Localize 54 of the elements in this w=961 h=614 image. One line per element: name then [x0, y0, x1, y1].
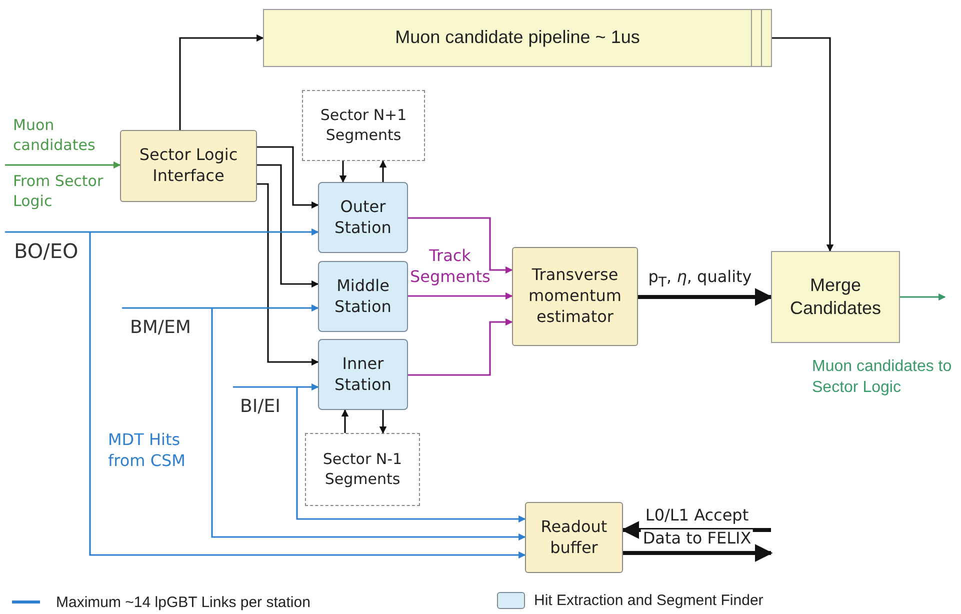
- dashed-box: [305, 433, 420, 506]
- arrow: [339, 161, 347, 183]
- legend-label: Hit Extraction and Segment Finder: [534, 592, 764, 609]
- arrow: [233, 383, 319, 391]
- node-label: Middle Station: [334, 276, 392, 318]
- arrow: [179, 34, 264, 130]
- arrow: [257, 146, 319, 209]
- arrow: [5, 161, 121, 169]
- note: MDT Hits from CSM: [108, 430, 186, 472]
- arrow: [296, 387, 526, 523]
- arrow: [257, 164, 319, 288]
- arrow: [257, 183, 319, 366]
- edge-label: Data to FELIX: [640, 529, 754, 547]
- station-box: [318, 261, 408, 332]
- input-label: From Sector Logic: [13, 172, 104, 211]
- node-label: Sector N+1 Segments: [319, 106, 408, 145]
- arrow: [122, 304, 319, 312]
- station-box: [318, 182, 408, 253]
- arrow: [89, 232, 526, 559]
- signal-label: BO/EO: [14, 238, 78, 264]
- pipeline-box: [263, 9, 772, 67]
- process-box: [771, 251, 900, 343]
- node-label: Outer Station: [334, 196, 392, 238]
- arrow: [623, 544, 773, 562]
- node-label: Sector Logic Interface: [138, 145, 239, 187]
- output-label: Muon candidates to Sector Logic: [812, 357, 953, 398]
- node-label: Merge Candidates: [788, 274, 882, 320]
- signal-label: BI/EI: [240, 395, 280, 418]
- arrow: [621, 521, 771, 539]
- arrow: [408, 217, 513, 274]
- legend-label: Maximum ~14 lpGBT Links per station: [56, 594, 310, 611]
- signal-label: BM/EM: [130, 316, 191, 340]
- node-label: Sector N-1 Segments: [322, 450, 404, 489]
- node-label: Muon candidate pipeline ~ 1us: [395, 26, 640, 50]
- arrow: [408, 318, 513, 376]
- arrow: [211, 308, 526, 541]
- arrow: [379, 410, 387, 434]
- node-label: Transverse momentum estimator: [528, 265, 622, 328]
- process-box: [525, 502, 623, 573]
- input-label: Muon candidates: [13, 116, 96, 155]
- node-label: Inner Station: [334, 354, 392, 396]
- arrow: [341, 409, 349, 433]
- arrow: [638, 288, 773, 306]
- station-box: [318, 339, 408, 410]
- process-box: [120, 130, 257, 202]
- arrow: [408, 292, 513, 300]
- signal-label: Track Segments: [410, 246, 490, 288]
- arrow: [900, 293, 946, 301]
- node-label: Readout buffer: [540, 516, 608, 558]
- arrow: [5, 228, 319, 236]
- arrow: [772, 37, 834, 252]
- dashed-box: [302, 90, 425, 161]
- process-box: [512, 247, 638, 346]
- arrow: [379, 160, 387, 182]
